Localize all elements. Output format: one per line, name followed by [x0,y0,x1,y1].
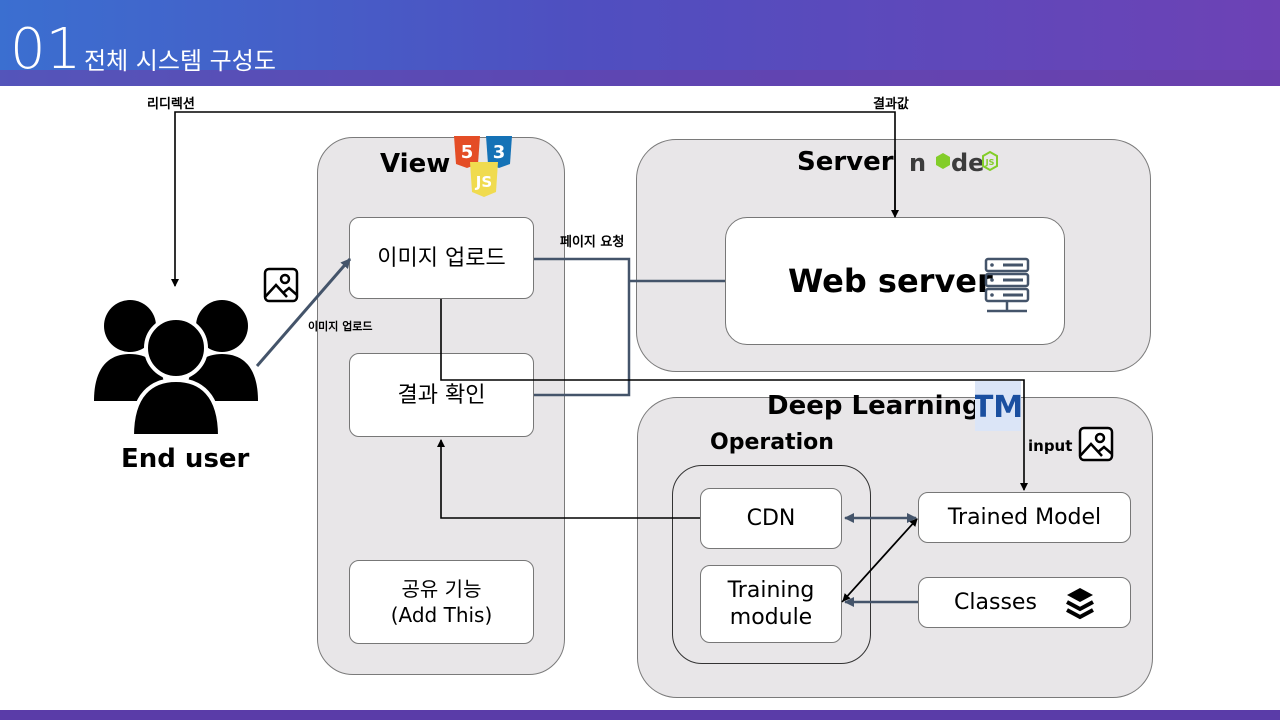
svg-text:5: 5 [461,142,474,163]
slide-title: 전체 시스템 구성도 [84,47,276,75]
nodejs-logo: n de JS [909,149,998,177]
image-upload-box[interactable]: 이미지 업로드 [349,217,534,299]
classes-label: Classes [954,590,1037,615]
svg-text:TM: TM [975,390,1021,425]
classes-box[interactable]: Classes [918,577,1131,628]
view-title: View [380,149,451,179]
end-user-label: End user [121,444,250,474]
training-label-line1: Training [727,578,815,603]
share-label-line1: 공유 기능 [401,577,482,601]
result-check-label: 결과 확인 [397,382,486,408]
result-check-box[interactable]: 결과 확인 [349,353,534,437]
share-label-line2: (Add This) [390,603,493,627]
trained-model-box[interactable]: Trained Model [918,492,1131,543]
svg-text:JS: JS [475,173,492,191]
svg-text:de: de [951,149,984,177]
training-label-line2: module [729,605,813,630]
operation-title: Operation [710,430,834,455]
page-request-label: 페이지 요청 [560,235,625,250]
image-icon [1078,426,1114,462]
teachable-machine-logo: TM [975,381,1021,431]
cdn-label: CDN [746,506,796,531]
slide-number: 01 [10,17,82,82]
training-module-box[interactable]: Training module [700,565,842,643]
web-server-label: Web server [788,261,993,300]
deep-learning-title: Deep Learning [767,391,981,421]
cdn-box[interactable]: CDN [700,488,842,549]
slide-footer [0,710,1280,720]
users-group-icon [94,300,258,438]
result-value-label: 결과값 [873,97,909,112]
layers-icon [1065,587,1094,619]
html-css-js-logo: 5 3 JS [454,136,512,197]
svg-text:3: 3 [493,142,506,163]
server-title: Server [797,147,894,177]
slide-header: 01 전체 시스템 구성도 [0,0,1280,86]
redirect-label: 리디렉션 [147,97,195,112]
node-logo-text: n [909,149,926,177]
share-feature-box[interactable]: 공유 기능 (Add This) [349,560,534,644]
image-upload-label: 이미지 업로드 [377,245,506,271]
trained-model-label: Trained Model [947,505,1102,530]
image-icon [263,267,299,303]
image-upload-arrow-label: 이미지 업로드 [308,320,373,333]
header-band [0,70,1280,86]
server-rack-icon [984,257,1030,313]
svg-text:JS: JS [985,158,995,167]
input-label: input [1028,437,1073,455]
